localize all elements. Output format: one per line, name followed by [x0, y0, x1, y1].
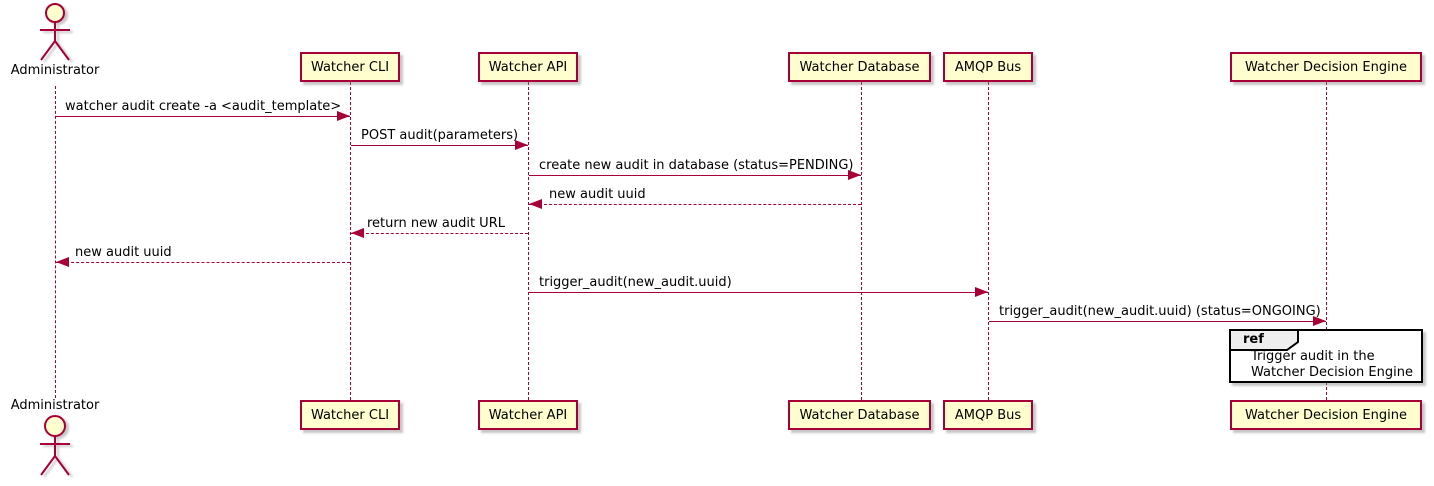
- participant-label: Watcher Decision Engine: [1245, 407, 1407, 423]
- participant-watcher-database-bottom: Watcher Database: [788, 400, 931, 430]
- message-1-line: [56, 116, 350, 117]
- message-1-label: watcher audit create -a <audit_template>: [65, 99, 342, 114]
- message-7-arrowhead-icon: [975, 287, 988, 297]
- lifeline-administrator: [55, 86, 56, 398]
- message-8-line: [989, 321, 1326, 322]
- participant-label: Watcher Database: [799, 59, 920, 75]
- message-4-arrowhead-icon: [529, 199, 542, 209]
- message-1-arrowhead-icon: [337, 111, 350, 121]
- actor-icon: [40, 415, 70, 476]
- message-3-line: [529, 175, 861, 176]
- message-7-line: [529, 292, 988, 293]
- participant-amqp-bus-top: AMQP Bus: [943, 52, 1033, 82]
- actor-administrator-top: Administrator: [0, 3, 110, 79]
- participant-watcher-decision-engine-top: Watcher Decision Engine: [1230, 52, 1422, 82]
- participant-label: Watcher CLI: [310, 59, 390, 75]
- participant-watcher-decision-engine-bottom: Watcher Decision Engine: [1230, 400, 1422, 430]
- message-5-label: return new audit URL: [367, 216, 505, 231]
- message-7-label: trigger_audit(new_audit.uuid): [539, 275, 732, 290]
- message-2-label: POST audit(parameters): [361, 128, 519, 143]
- lifeline-watcher-decision-engine: [1326, 82, 1327, 400]
- participant-label: Watcher API: [488, 407, 568, 423]
- participant-label: Watcher Decision Engine: [1245, 59, 1407, 75]
- lifeline-watcher-database: [861, 82, 862, 400]
- message-8-label: trigger_audit(new_audit.uuid) (status=ON…: [999, 304, 1321, 319]
- message-3-label: create new audit in database (status=PEN…: [539, 158, 854, 173]
- message-3-arrowhead-icon: [848, 170, 861, 180]
- message-4-label: new audit uuid: [549, 187, 646, 202]
- participant-amqp-bus-bottom: AMQP Bus: [943, 400, 1033, 430]
- participant-watcher-api-top: Watcher API: [478, 52, 578, 82]
- ref-text: Trigger audit in the Watcher Decision En…: [1251, 349, 1413, 381]
- ref-fragment: ref Trigger audit in the Watcher Decisio…: [1229, 329, 1423, 383]
- message-5-line: [351, 233, 528, 234]
- message-8-arrowhead-icon: [1313, 316, 1326, 326]
- participant-label: AMQP Bus: [954, 407, 1022, 423]
- message-6-label: new audit uuid: [75, 245, 172, 260]
- participant-label: Watcher CLI: [310, 407, 390, 423]
- actor-label: Administrator: [10, 63, 100, 78]
- message-6-arrowhead-icon: [56, 257, 69, 267]
- message-6-line: [56, 262, 350, 263]
- ref-text-line1: Trigger audit in the: [1251, 349, 1375, 364]
- message-2-line: [351, 145, 528, 146]
- participant-watcher-cli-bottom: Watcher CLI: [300, 400, 400, 430]
- actor-label: Administrator: [10, 398, 100, 413]
- actor-administrator-bottom: Administrator: [0, 398, 110, 478]
- ref-pentagon-icon: [1229, 329, 1299, 351]
- participant-label: Watcher Database: [799, 407, 920, 423]
- lifeline-watcher-cli: [350, 82, 351, 400]
- message-4-line: [529, 204, 861, 205]
- participant-watcher-database-top: Watcher Database: [788, 52, 931, 82]
- actor-icon: [40, 3, 70, 61]
- message-5-arrowhead-icon: [351, 228, 364, 238]
- ref-keyword: ref: [1243, 332, 1264, 347]
- participant-watcher-cli-top: Watcher CLI: [300, 52, 400, 82]
- lifeline-amqp-bus: [988, 82, 989, 400]
- message-2-arrowhead-icon: [515, 140, 528, 150]
- ref-text-line2: Watcher Decision Engine: [1251, 365, 1413, 380]
- lifeline-watcher-api: [528, 82, 529, 400]
- participant-label: AMQP Bus: [954, 59, 1022, 75]
- participant-label: Watcher API: [488, 59, 568, 75]
- participant-watcher-api-bottom: Watcher API: [478, 400, 578, 430]
